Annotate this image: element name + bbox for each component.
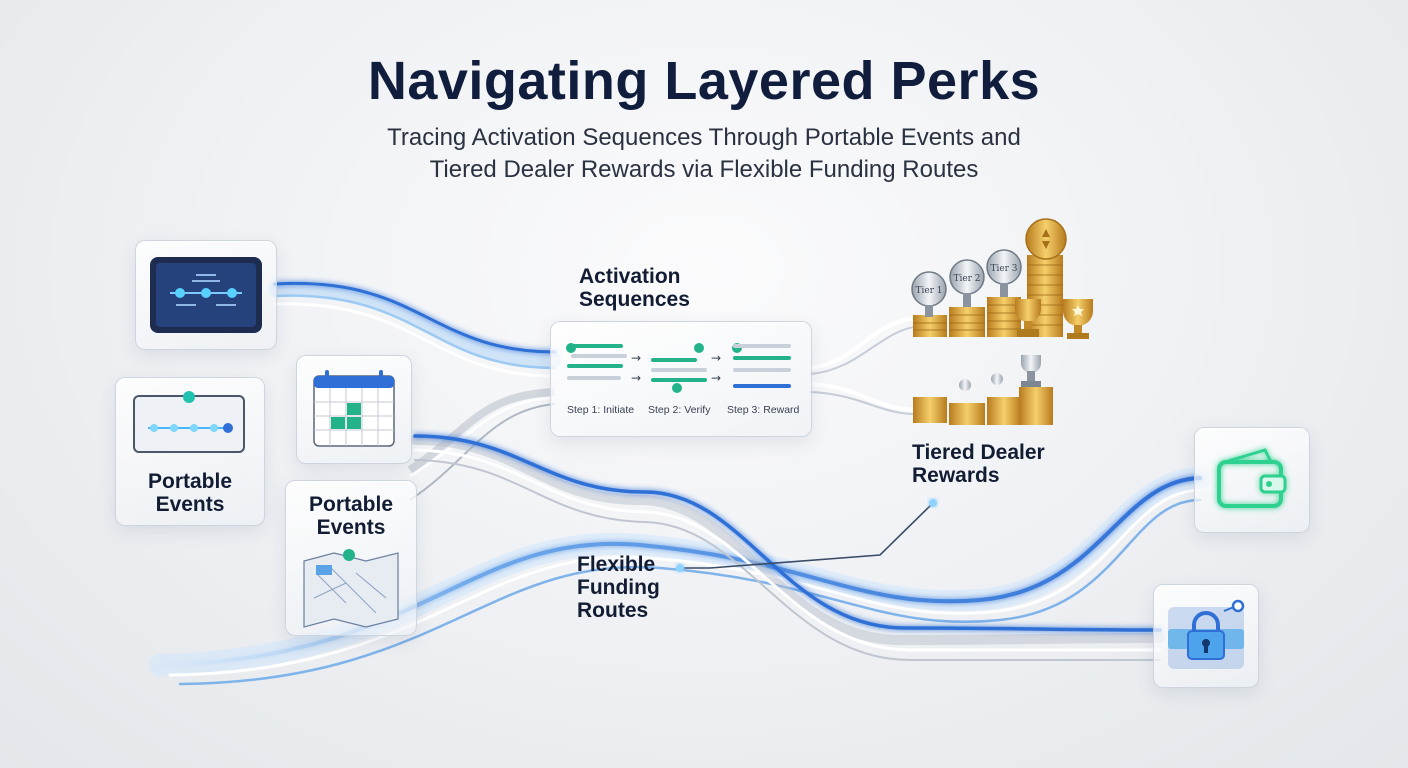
portable-events-center-line-1: Portable (308, 493, 394, 516)
funding-line-3: Routes (577, 599, 649, 622)
svg-text:→: → (711, 371, 721, 385)
flow-calendar-to-activation (407, 388, 556, 501)
trophy-icon (1015, 299, 1093, 339)
svg-text:Tier 2: Tier 2 (953, 274, 980, 284)
tier-3-medal-icon: Tier 3 (986, 249, 1022, 297)
tier-2-medal-icon: Tier 2 (949, 259, 985, 307)
wallet-card[interactable] (1194, 427, 1310, 533)
lock-icon (1168, 599, 1245, 669)
activation-sequences-label: Activation Sequences (579, 265, 690, 311)
tiered-rewards-line-1: Tiered Dealer (912, 441, 1045, 464)
svg-text:Tier 1: Tier 1 (915, 286, 942, 296)
page-title: Navigating Layered Perks (367, 51, 1041, 111)
calendar-card[interactable] (296, 355, 412, 464)
connector-funding-to-rewards (676, 499, 937, 572)
svg-text:→: → (711, 351, 721, 365)
flow-tablet-to-activation (268, 281, 562, 378)
monitor-icon (133, 391, 245, 453)
portable-events-left-line-2: Events (155, 493, 225, 516)
tiered-rewards-line-2: Rewards (912, 464, 1000, 487)
step-1-graphic (566, 343, 627, 380)
activation-line-2: Sequences (579, 288, 690, 311)
portable-events-left-line-1: Portable (147, 470, 233, 493)
page-subtitle: Tracing Activation Sequences Through Por… (0, 122, 1408, 186)
step-2-graphic (651, 343, 707, 393)
funding-line-2: Funding (577, 576, 660, 599)
lock-card[interactable] (1153, 584, 1259, 688)
flow-activation-to-rewards (809, 316, 921, 415)
portable-events-center-card[interactable]: Portable Events (285, 480, 417, 636)
activation-sequences-card[interactable]: → → → → Step 1: Initiate Step 2: Verify … (550, 321, 812, 437)
wallet-icon (1217, 448, 1287, 508)
tablet-icon (150, 257, 262, 333)
portable-events-left-label: Portable Events (116, 470, 264, 516)
calendar-icon (313, 370, 395, 447)
lower-coin-stack-icon (913, 355, 1053, 425)
step-3-label: Step 3: Reward (727, 404, 800, 416)
svg-text:→: → (631, 351, 641, 365)
map-icon (303, 549, 399, 628)
step-1-label: Step 1: Initiate (567, 404, 635, 416)
svg-text:→: → (631, 371, 641, 385)
portable-events-center-line-2: Events (316, 516, 386, 539)
tiered-dealer-rewards-label: Tiered Dealer Rewards (912, 441, 1045, 487)
tiered-rewards-graphic: Tier 1 Tier 2 Tier 3 (911, 218, 1093, 425)
coin-stack-icon (913, 218, 1067, 337)
flexible-funding-routes-label: Flexible Funding Routes (577, 553, 660, 622)
step-3-graphic (732, 343, 791, 388)
step-2-label: Step 2: Verify (648, 404, 711, 416)
activation-line-1: Activation (579, 265, 681, 288)
funding-line-1: Flexible (577, 553, 656, 576)
subtitle-line-1: Tracing Activation Sequences Through Por… (387, 124, 1021, 151)
portable-events-center-label: Portable Events (286, 493, 416, 539)
svg-text:Tier 3: Tier 3 (990, 264, 1017, 274)
subtitle-line-2: Tiered Dealer Rewards via Flexible Fundi… (429, 156, 979, 183)
tablet-card[interactable] (135, 240, 277, 350)
portable-events-left-card[interactable]: Portable Events (115, 377, 265, 526)
tier-1-medal-icon: Tier 1 (911, 271, 947, 317)
activation-steps-graphic: → → → → (566, 343, 791, 393)
